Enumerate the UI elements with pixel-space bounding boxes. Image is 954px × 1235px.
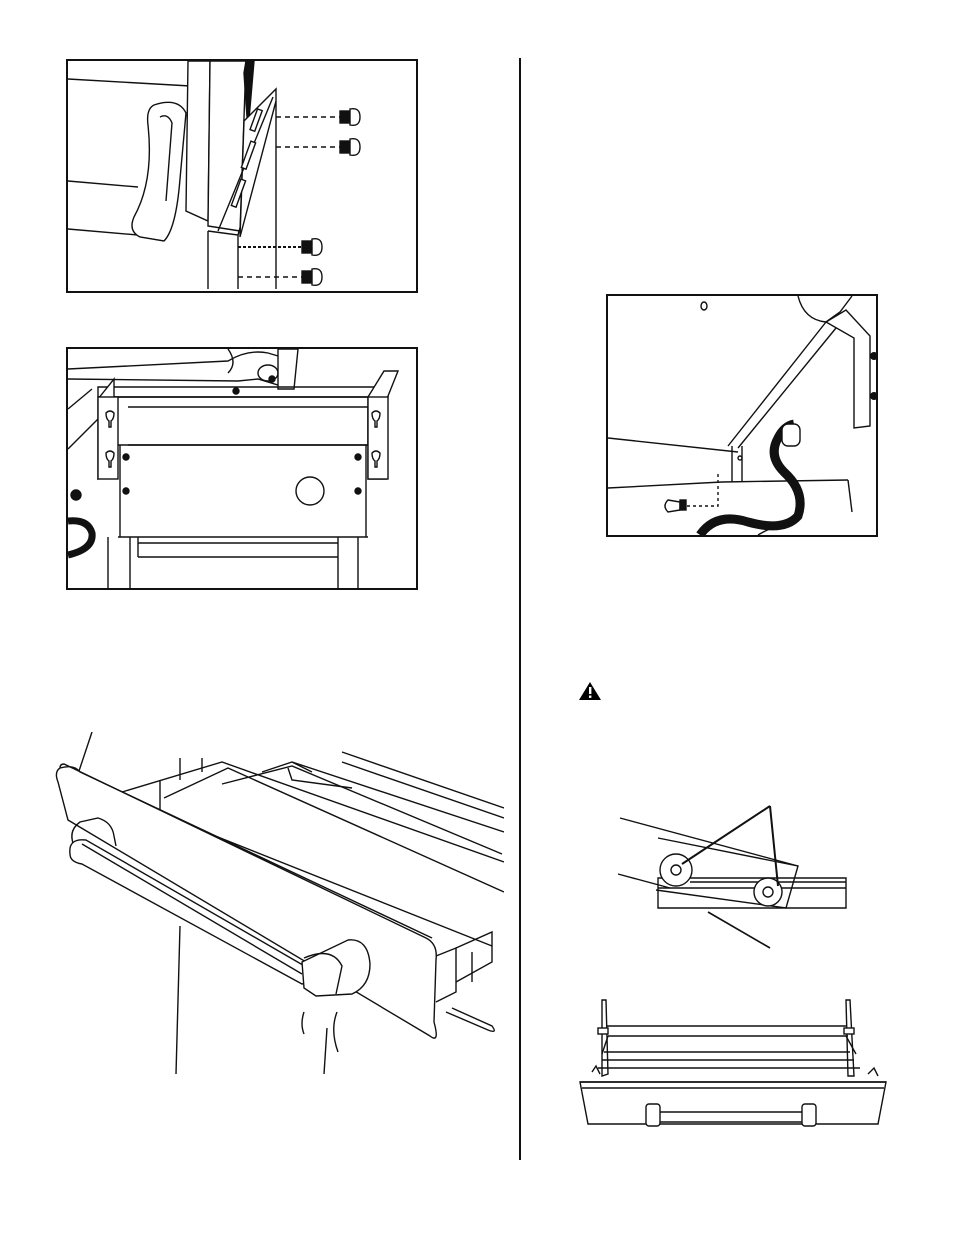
hose-bracket-screw-illustration	[606, 294, 878, 537]
front-panel-brackets-illustration	[66, 347, 418, 590]
drawer-front-view-illustration	[578, 996, 890, 1130]
warning-triangle-icon	[578, 681, 602, 706]
column-divider	[519, 58, 521, 1160]
drawer-roller-detail-illustration	[610, 798, 854, 954]
grease-drawer-perspective-illustration	[52, 732, 504, 1074]
side-bracket-screws-illustration	[66, 59, 418, 293]
